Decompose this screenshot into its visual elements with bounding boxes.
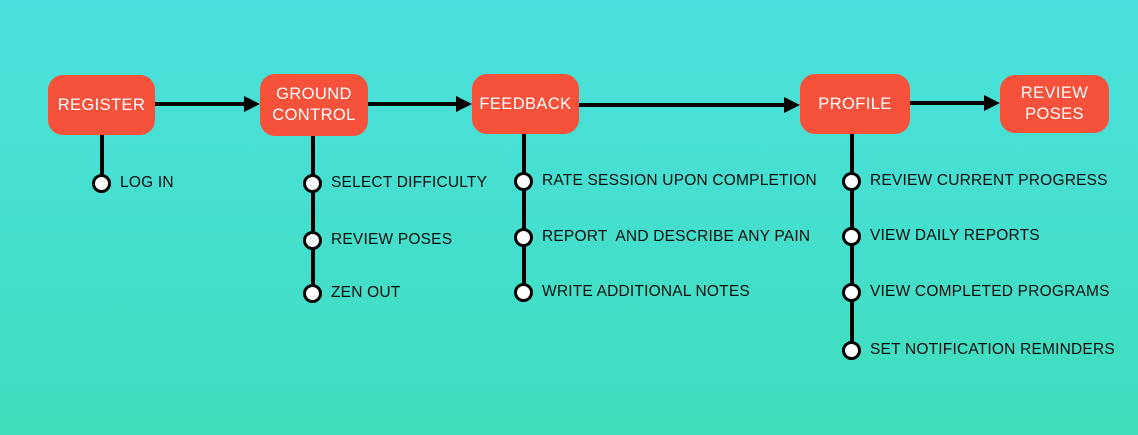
flow-step-write-notes: WRITE ADDITIONAL NOTES xyxy=(514,282,750,302)
step-bullet-icon xyxy=(842,340,861,360)
arrowhead-icon xyxy=(244,96,260,112)
step-bullet-icon xyxy=(303,230,322,250)
flow-step-zen-out: ZEN OUT xyxy=(303,283,400,303)
flow-node-profile: PROFILE xyxy=(800,74,910,134)
arrowhead-icon xyxy=(984,95,1000,111)
flow-node-review-poses: REVIEW POSES xyxy=(1000,75,1109,133)
flow-node-ground-control: GROUND CONTROL xyxy=(260,74,368,136)
flow-step-review-progress: REVIEW CURRENT PROGRESS xyxy=(842,171,1108,191)
flow-step-label: REPORT AND DESCRIBE ANY PAIN xyxy=(542,228,811,245)
flow-step-label: REVIEW POSES xyxy=(331,231,453,248)
flow-step-view-daily-reports: VIEW DAILY REPORTS xyxy=(842,226,1040,246)
step-bullet-icon xyxy=(514,282,533,302)
flow-step-label: LOG IN xyxy=(120,174,174,191)
flow-step-label: VIEW DAILY REPORTS xyxy=(870,227,1040,244)
arrow-feedback-to-profile xyxy=(579,103,785,107)
flow-step-label: WRITE ADDITIONAL NOTES xyxy=(542,283,750,300)
arrow-register-to-ground-control xyxy=(155,102,245,106)
connector-feedback-items xyxy=(522,133,526,295)
flow-step-label: RATE SESSION UPON COMPLETION xyxy=(542,172,817,189)
flow-step-label: ZEN OUT xyxy=(331,284,401,301)
step-bullet-icon xyxy=(842,226,861,246)
arrowhead-icon xyxy=(456,96,472,112)
flow-step-label: REVIEW CURRENT PROGRESS xyxy=(870,172,1108,189)
flow-step-label: VIEW COMPLETED PROGRAMS xyxy=(870,283,1110,300)
arrow-profile-to-review-poses xyxy=(910,101,985,105)
step-bullet-icon xyxy=(842,282,861,302)
flow-step-label: SET NOTIFICATION REMINDERS xyxy=(870,341,1115,358)
flow-step-select-difficulty: SELECT DIFFICULTY xyxy=(303,173,487,193)
step-bullet-icon xyxy=(303,283,322,303)
flow-step-view-completed-programs: VIEW COMPLETED PROGRAMS xyxy=(842,282,1110,302)
flow-step-report-pain: REPORT AND DESCRIBE ANY PAIN xyxy=(514,227,810,247)
flow-node-feedback: FEEDBACK xyxy=(472,74,579,134)
connector-ground-control-items xyxy=(311,135,315,296)
flow-node-register: REGISTER xyxy=(48,75,155,135)
flow-step-set-notification-reminders: SET NOTIFICATION REMINDERS xyxy=(842,340,1115,360)
flow-step-log-in: LOG IN xyxy=(92,173,174,193)
connector-register-items xyxy=(100,134,104,186)
flow-step-review-poses: REVIEW POSES xyxy=(303,230,452,250)
step-bullet-icon xyxy=(842,171,861,191)
flow-step-rate-session: RATE SESSION UPON COMPLETION xyxy=(514,171,817,191)
arrow-ground-control-to-feedback xyxy=(368,102,457,106)
flow-step-label: SELECT DIFFICULTY xyxy=(331,174,488,191)
step-bullet-icon xyxy=(303,173,322,193)
step-bullet-icon xyxy=(92,173,111,193)
step-bullet-icon xyxy=(514,227,533,247)
arrowhead-icon xyxy=(784,97,800,113)
step-bullet-icon xyxy=(514,171,533,191)
